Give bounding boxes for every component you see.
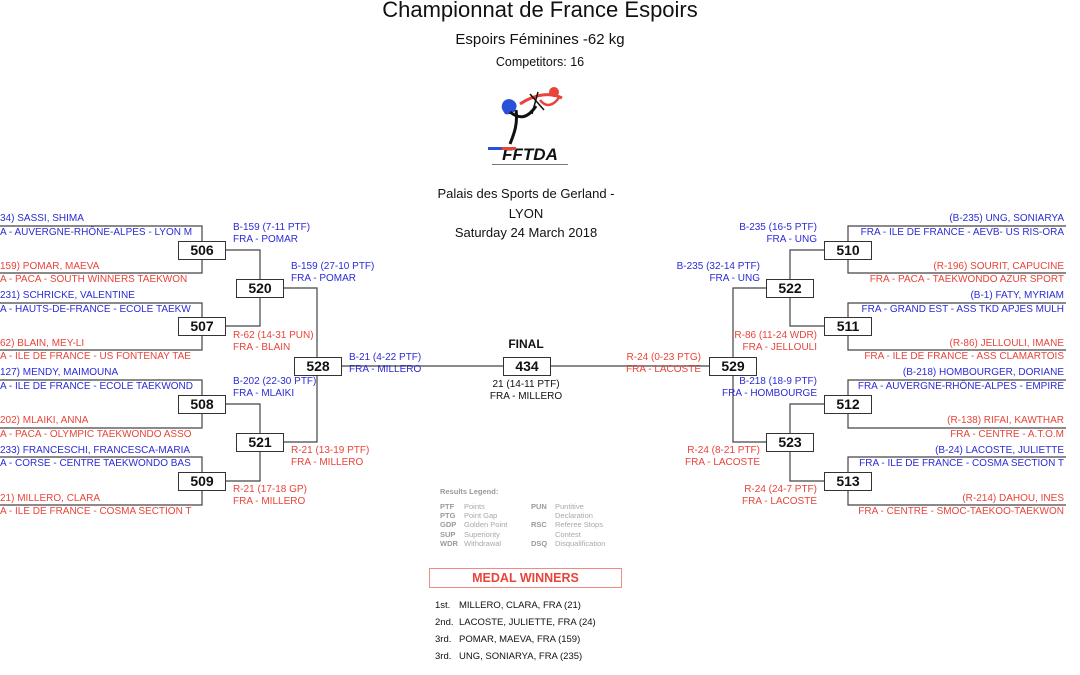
- competitor-name: (B-24) LACOSTE, JULIETTE: [935, 445, 1064, 456]
- match-result-509: R-21 (17-18 GP)FRA - MILLERO: [233, 484, 307, 507]
- match-result-529: R-24 (0-23 PTG)FRA - LACOSTE: [625, 352, 701, 375]
- match-box-522[interactable]: 522: [766, 279, 814, 298]
- competitor-name: 62) BLAIN, MEY-LI: [0, 338, 85, 349]
- competitor-club: FRA - ILE DE FRANCE - COSMA SECTION T: [859, 458, 1064, 469]
- competitor-club: A - HAUTS-DE-FRANCE - ECOLE TAEKW: [0, 304, 191, 315]
- medal-row: 3rd.UNG, SONIARYA, FRA (235): [435, 651, 583, 662]
- competitor-name: (B-218) HOMBOURGER, DORIANE: [902, 367, 1064, 378]
- competitor-name: 34) SASSI, SHIMA: [0, 213, 84, 224]
- match-box-508[interactable]: 508: [178, 395, 226, 414]
- competitor-club: FRA - CENTRE - A.T.O.M: [950, 429, 1064, 440]
- match-box-523[interactable]: 523: [766, 433, 814, 452]
- match-result-510: B-235 (16-5 PTF)FRA - UNG: [739, 222, 817, 245]
- page-title: Championnat de France Espoirs: [382, 0, 698, 22]
- match-result-513: R-24 (24-7 PTF)FRA - LACOSTE: [741, 484, 817, 507]
- venue-line-1: Palais des Sports de Gerland -: [437, 186, 615, 201]
- competitor-club: A - ILE DE FRANCE - COSMA SECTION T: [0, 506, 192, 517]
- match-result-523: R-24 (8-21 PTF)FRA - LACOSTE: [684, 445, 760, 468]
- competitor-name: (B-1) FATY, MYRIAM: [970, 290, 1064, 301]
- match-result-508: B-202 (22-30 PTF)FRA - MLAIKI: [233, 376, 317, 399]
- competitor-club: FRA - ILE DE FRANCE - AEVB- US RIS-ORA: [860, 227, 1064, 238]
- competitor-club: FRA - PACA - TAEKWONDO AZUR SPORT: [869, 274, 1064, 285]
- competitors-count: Competitors: 16: [495, 55, 585, 69]
- match-box-529[interactable]: 529: [709, 357, 757, 376]
- competitor-club: A - PACA - SOUTH WINNERS TAEKWON: [0, 274, 188, 285]
- competitor-club: A - AUVERGNE-RHÔNE-ALPES - LYON M: [0, 227, 193, 238]
- competitor-name: 202) MLAIKI, ANNA: [0, 415, 89, 426]
- competitor-club: A - PACA - OLYMPIC TAEKWONDO ASSO: [0, 429, 192, 440]
- final-label: FINAL: [508, 337, 544, 351]
- competitor-club: A - ILE DE FRANCE - ECOLE TAEKWOND: [0, 381, 193, 392]
- legend-title: Results Legend:: [440, 487, 499, 496]
- match-box-506[interactable]: 506: [178, 241, 226, 260]
- match-box-528[interactable]: 528: [294, 357, 342, 376]
- match-result-512: B-218 (18-9 PTF)FRA - HOMBOURGE: [721, 376, 817, 399]
- medal-list: 1st.MILLERO, CLARA, FRA (21) 2nd.LACOSTE…: [435, 597, 596, 665]
- division-subtitle: Espoirs Féminines -62 kg: [455, 31, 625, 48]
- competitor-name: (R-86) JELLOULI, IMANE: [949, 338, 1064, 349]
- competitor-name: (R-138) RIFAI, KAWTHAR: [947, 415, 1064, 426]
- competitor-club: FRA - GRAND EST - ASS TKD APJES MULH: [861, 304, 1064, 315]
- fftda-logo: FFTDA: [480, 84, 580, 168]
- svg-text:FFTDA: FFTDA: [502, 145, 558, 164]
- event-date: Saturday 24 March 2018: [454, 225, 598, 240]
- final-result: 21 (14-11 PTF)FRA - MILLERO: [489, 379, 563, 402]
- venue-line-2: LYON: [508, 205, 544, 221]
- competitor-name: 21) MILLERO, CLARA: [0, 493, 101, 504]
- competitor-name: (B-235) UNG, SONIARYA: [949, 213, 1064, 224]
- competitor-name: 159) POMAR, MAEVA: [0, 261, 100, 272]
- match-result-520: B-159 (27-10 PTF)FRA - POMAR: [291, 261, 375, 284]
- match-result-507: R-62 (14-31 PUN)FRA - BLAIN: [233, 330, 314, 353]
- match-result-521: R-21 (13-19 PTF)FRA - MILLERO: [291, 445, 370, 468]
- competitor-name: 233) FRANCESCHI, FRANCESCA-MARIA: [0, 445, 191, 456]
- competitor-name: (R-196) SOURIT, CAPUCINE: [933, 261, 1064, 272]
- medal-row: 2nd.LACOSTE, JULIETTE, FRA (24): [435, 617, 596, 628]
- competitor-club: A - CORSE - CENTRE TAEKWONDO BAS: [0, 458, 191, 469]
- match-box-513[interactable]: 513: [824, 472, 872, 491]
- match-result-506: B-159 (7-11 PTF)FRA - POMAR: [233, 222, 311, 245]
- medal-winners-title: MEDAL WINNERS: [429, 568, 622, 588]
- competitor-club: FRA - CENTRE - SMOC-TAEKOO-TAEKWON: [858, 506, 1064, 517]
- medal-row: 1st.MILLERO, CLARA, FRA (21): [435, 600, 581, 611]
- competitor-club: A - ILE DE FRANCE - US FONTENAY TAE: [0, 351, 191, 362]
- match-box-512[interactable]: 512: [824, 395, 872, 414]
- match-box-521[interactable]: 521: [236, 433, 284, 452]
- match-result-528: B-21 (4-22 PTF)FRA - MILLERO: [349, 352, 422, 375]
- venue-info: Palais des Sports de Gerland - LYON Satu…: [426, 184, 626, 243]
- match-result-511: R-86 (11-24 WDR)FRA - JELLOULI: [734, 330, 817, 353]
- match-box-final[interactable]: 434: [503, 357, 551, 376]
- medal-row: 3rd.POMAR, MAEVA, FRA (159): [435, 634, 581, 645]
- match-box-509[interactable]: 509: [178, 472, 226, 491]
- match-box-520[interactable]: 520: [236, 279, 284, 298]
- match-result-522: B-235 (32-14 PTF)FRA - UNG: [676, 261, 760, 284]
- competitor-name: 231) SCHRICKE, VALENTINE: [0, 290, 135, 301]
- competitor-club: FRA - ILE DE FRANCE - ASS CLAMARTOIS: [864, 351, 1064, 362]
- competitor-name: (R-214) DAHOU, INES: [962, 493, 1064, 504]
- match-box-511[interactable]: 511: [824, 317, 872, 336]
- match-box-507[interactable]: 507: [178, 317, 226, 336]
- competitor-name: 127) MENDY, MAIMOUNA: [0, 367, 119, 378]
- competitor-club: FRA - AUVERGNE-RHÔNE-ALPES - EMPIRE: [857, 381, 1064, 392]
- match-box-510[interactable]: 510: [824, 241, 872, 260]
